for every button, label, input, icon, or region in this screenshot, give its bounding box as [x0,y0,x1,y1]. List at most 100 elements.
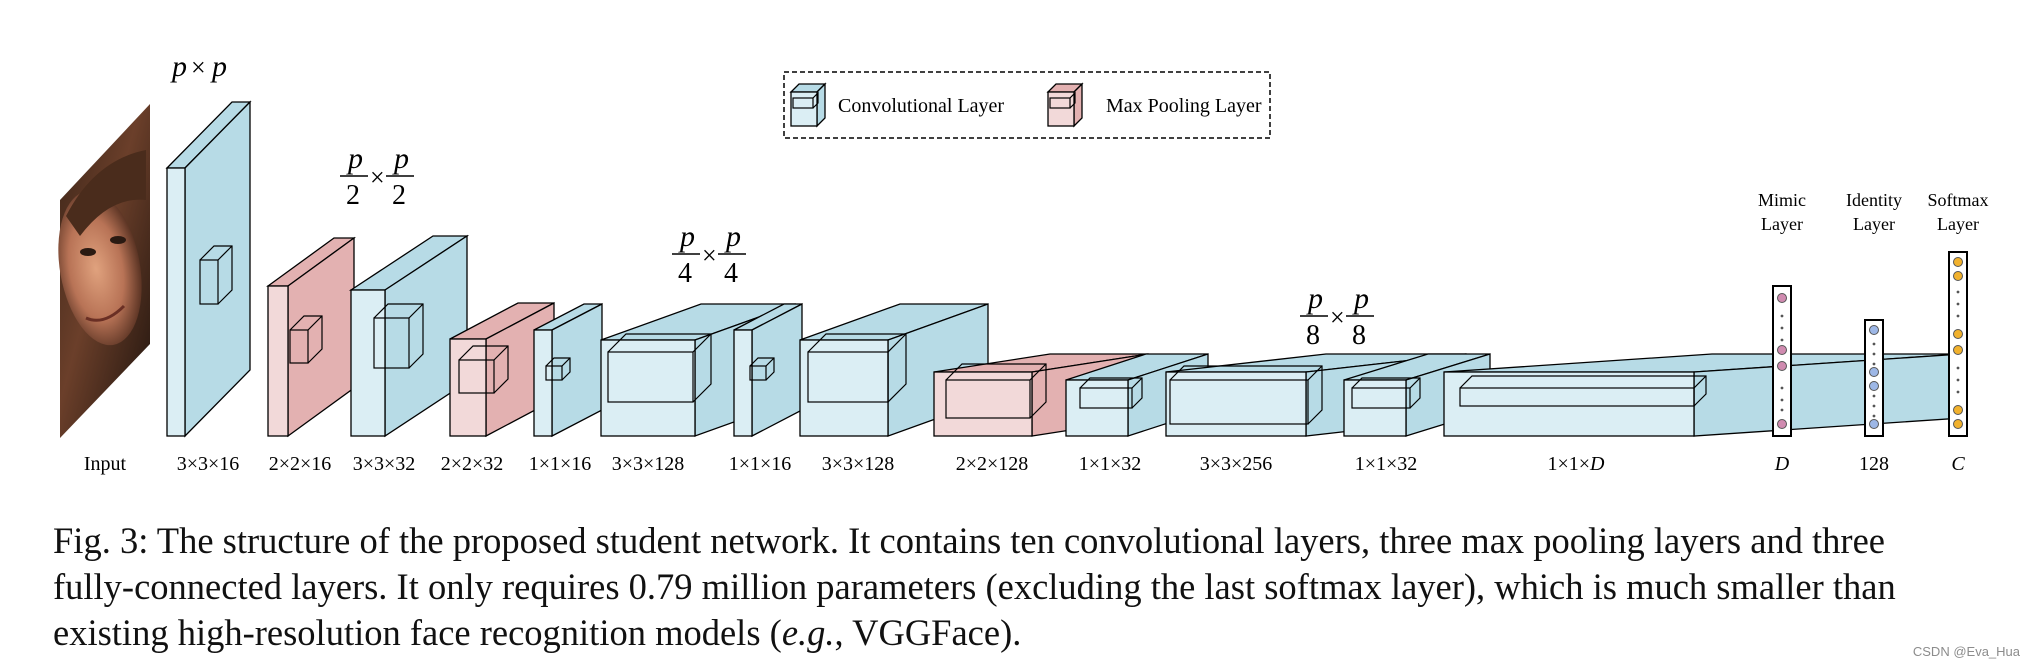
fc-ellipsis-dot [1872,404,1876,408]
layer-conv-5: 1×1×16 [529,302,603,475]
kernel-edge [692,333,712,353]
fraction-numerator: p [724,220,741,253]
fc-neuron [1777,293,1787,303]
cuboid-front [449,338,487,437]
fraction-times: × [1330,303,1345,332]
fc-ellipsis-dot [1872,414,1876,418]
kernel-box [373,303,424,369]
kernel-edge [1307,365,1323,381]
fc-column [1864,319,1884,437]
legend-conv-icon [789,82,827,128]
fraction-denominator: 2 [392,180,406,211]
kernel-box [289,315,323,364]
layer-label: 3×3×256 [1200,453,1273,475]
fc-title-line-2: Layer [1853,214,1895,234]
fraction-denominator: 4 [678,258,692,289]
kernel-box [945,363,1047,419]
layer-label: 3×3×16 [177,453,240,475]
fraction-numerator: p [1306,282,1323,315]
svg-text:p: p [210,50,227,83]
fc-neuron [1869,381,1879,391]
layer-label: 3×3×32 [353,453,416,475]
layer-label: 2×2×128 [956,453,1029,475]
network-diagram: Convolutional Layer Max Pooling Layer In… [58,50,1989,475]
fc-title-line-1: Mimic [1758,190,1806,210]
cuboid-front [799,339,889,437]
cuboid-front [350,289,386,437]
legend-pool-icon [1046,82,1084,128]
kernel-edge [408,303,424,319]
cuboid-front [267,285,289,437]
kernel-front [199,259,219,305]
fc-neuron [1953,257,1963,267]
fc-neuron [1777,345,1787,355]
fc-ellipsis-dot [1956,314,1960,318]
kernel-front [607,351,694,403]
kernel-box [1351,377,1421,409]
fc-neuron [1953,329,1963,339]
kernel-front [807,351,889,403]
kernel-edge [217,245,233,261]
caption-line-3: existing high-resolution face recognitio… [53,610,2013,656]
layer-conv-3: 3×3×32 [348,234,470,475]
cuboid-front [600,339,696,437]
kernel-edge [493,345,509,361]
kernel-front [1351,387,1411,409]
fc-neuron [1777,361,1787,371]
kernel-box [1169,365,1323,425]
fc-ellipsis-dot [1780,338,1784,342]
layer-label: 3×3×128 [822,453,895,475]
layer-label: 1×1×16 [529,453,592,475]
kernel-box [458,345,509,394]
fraction-numerator: p [678,220,695,253]
fc-neuron [1953,419,1963,429]
kernel-box [607,333,712,403]
fc-neuron [1869,325,1879,335]
fc-ellipsis-dot [1872,362,1876,366]
kernel-box [749,357,775,381]
kernel-edge [561,357,571,367]
svg-text:×: × [191,53,206,82]
layer-label: 1×1×D [1547,453,1605,475]
fraction-denominator: 8 [1306,320,1320,351]
caption-line-3-em: e.g. [781,612,835,653]
kernel-front [458,359,495,394]
fc-ellipsis-dot [1956,290,1960,294]
layer-label: 1×1×32 [1079,453,1142,475]
kernel-edge [1409,377,1421,389]
kernel-edge [307,315,323,331]
figure-caption: Fig. 3: The structure of the proposed st… [53,518,2013,656]
kernel-box [545,357,571,381]
fc-ellipsis-dot [1780,398,1784,402]
kernel-front [1079,387,1133,409]
fc-dim-label: C [1951,453,1965,475]
fc-title-line-2: Layer [1937,214,1979,234]
kernel-edge [765,357,775,367]
layer-pool-2: 2×2×16 [266,236,356,475]
fc-title-line-1: Softmax [1928,190,1989,210]
layer-conv-8: 3×3×128 [799,303,989,475]
cuboid-front [933,371,1033,437]
fc-title-line-2: Layer [1761,214,1803,234]
kernel-front [289,329,309,364]
layer-label: 2×2×16 [269,453,332,475]
fc-ellipsis-dot [1780,386,1784,390]
kernel-edge [1131,377,1143,389]
fraction-denominator: 4 [724,258,738,289]
fc-ellipsis-dot [1956,378,1960,382]
fc-neuron [1953,345,1963,355]
input-label: Input [84,453,127,475]
caption-line-1: Fig. 3: The structure of the proposed st… [53,520,1885,561]
fc-column [1948,251,1968,437]
input-face-image [58,104,150,438]
fc-neuron [1953,271,1963,281]
fc-ellipsis-dot [1956,366,1960,370]
kernel-front [545,365,563,381]
fc-ellipsis-dot [1872,352,1876,356]
layer-conv-13: 1×1×D [1443,353,1963,475]
fc-neuron [1953,405,1963,415]
